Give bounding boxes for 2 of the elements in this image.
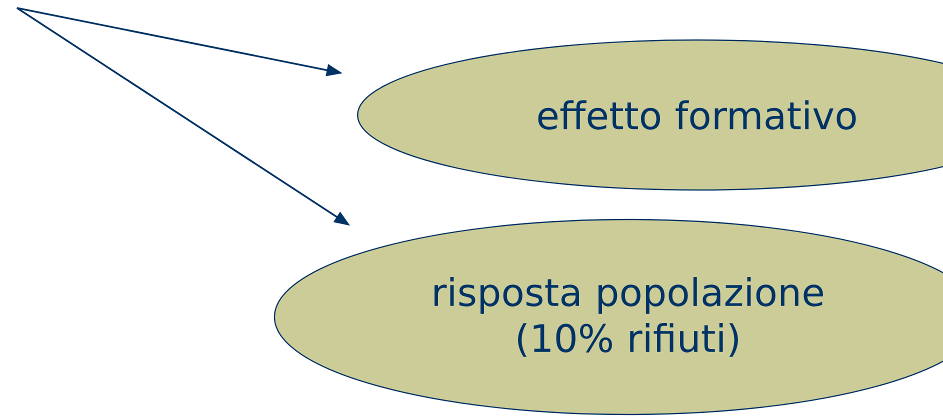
ellipse-node: risposta popolazione (10% rifiuti)	[274, 218, 943, 416]
ellipse-node: effetto formativo	[357, 39, 943, 191]
